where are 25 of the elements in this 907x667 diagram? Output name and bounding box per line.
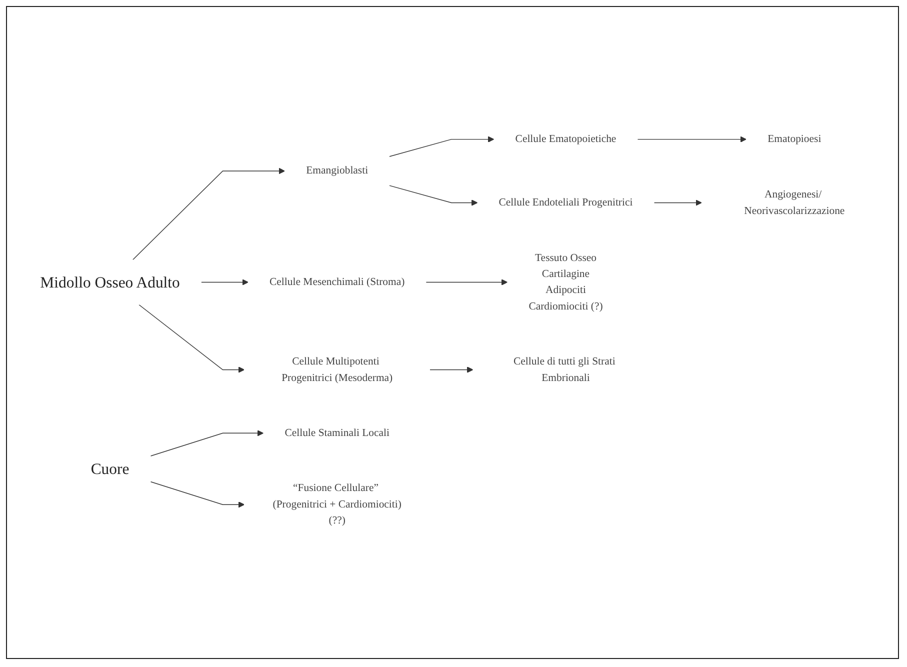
arrow bbox=[132, 168, 284, 260]
node-text: Cellule Multipotenti Progenitrici (Mesoderma) bbox=[281, 356, 392, 384]
arrow bbox=[636, 136, 746, 142]
arrow bbox=[425, 279, 508, 286]
arrow bbox=[429, 366, 473, 373]
node-text: Cellule di tutti gli Strati Embrionali bbox=[512, 356, 615, 384]
node-text: Midollo Osseo Adulto bbox=[40, 273, 180, 292]
arrow bbox=[150, 430, 264, 456]
arrow bbox=[200, 279, 248, 286]
node-text: Cellule Endoteliali Progenitrici bbox=[498, 196, 632, 208]
node-text: Cuore bbox=[90, 460, 129, 478]
node-text: Cellule Ematopoietiche bbox=[514, 133, 616, 145]
node-text: “Fusione Cellulare” (Progenitrici + Cardiomiociti)(??) bbox=[272, 482, 401, 526]
node-text: Tessuto Osseo Cartilagine Adipociti Cardiomiociti (?) bbox=[528, 252, 602, 312]
arrow bbox=[653, 200, 702, 206]
node-text: Cellule Mesenchimali (Stroma) bbox=[269, 276, 404, 288]
flowchart: Midollo Osseo Adulto Emangioblasti Cellule Ematopoietiche Ematopioesi Cellule Endoteliali Progenitrici Angiogenesi/ Neorivascolarizzazione Cellule Mesenchimali (Stroma) Tessuto Osseo Cartilagine Adipociti Cardiomiociti (?) Cellule Multipotenti Progenitrici (Mesoderma) Cellule di tutti gli Strati Embrionali Cuore Cellule Staminali Locali “Fusione Cellulare” (Progenitrici + Cardiomiociti)(??) bbox=[12, 10, 892, 650]
arrow bbox=[388, 136, 494, 157]
arrow bbox=[388, 185, 478, 206]
arrow bbox=[150, 481, 244, 508]
node-text: Angiogenesi/ Neorivascolarizzazione bbox=[744, 188, 844, 216]
node-text: Ematopioesi bbox=[767, 133, 821, 145]
node-text: Cellule Staminali Locali bbox=[284, 427, 389, 439]
arrow bbox=[138, 304, 244, 373]
node-text: Emangioblasti bbox=[306, 165, 368, 177]
